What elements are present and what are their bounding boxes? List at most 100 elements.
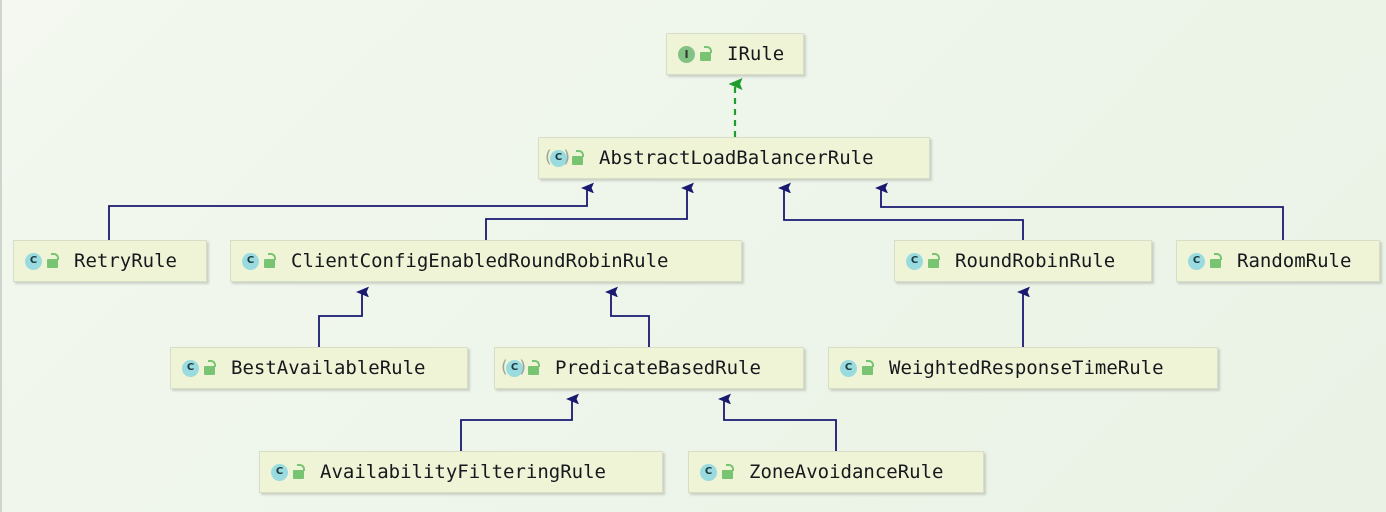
type-disc bbox=[906, 252, 923, 270]
lock-shackle bbox=[268, 253, 276, 260]
unlocked-padlock-icon bbox=[203, 360, 218, 376]
lock-shackle bbox=[1214, 253, 1222, 260]
lock-shackle bbox=[726, 464, 734, 471]
unlocked-padlock-icon bbox=[571, 150, 586, 166]
unlocked-padlock-icon bbox=[861, 360, 876, 376]
abstract-class-icon: (C) bbox=[545, 147, 570, 168]
lock-body bbox=[700, 52, 711, 61]
lock-body bbox=[293, 470, 304, 479]
uml-node-label: AbstractLoadBalancerRule bbox=[599, 146, 874, 169]
lock-shackle bbox=[208, 360, 216, 367]
uml-node-zoneavoidancerule[interactable]: C ZoneAvoidanceRule bbox=[688, 451, 984, 493]
lock-body bbox=[264, 259, 275, 268]
class-icon: C bbox=[698, 463, 717, 482]
unlocked-padlock-icon bbox=[699, 46, 714, 62]
uml-node-label: RetryRule bbox=[74, 249, 177, 272]
edge-extends-zoneavoidancerule-to-predicatebasedrule bbox=[724, 399, 837, 451]
uml-node-irule[interactable]: I IRule bbox=[666, 33, 804, 75]
uml-node-label: WeightedResponseTimeRule bbox=[889, 356, 1164, 379]
unlocked-padlock-icon bbox=[527, 360, 542, 376]
lock-body bbox=[928, 259, 939, 268]
lock-shackle bbox=[704, 46, 712, 53]
type-disc bbox=[25, 252, 42, 270]
lock-shackle bbox=[576, 150, 584, 157]
uml-node-bestavailablerule[interactable]: C BestAvailableRule bbox=[170, 347, 468, 389]
lock-shackle bbox=[532, 360, 540, 367]
lock-shackle bbox=[51, 253, 59, 260]
abstract-paren-left: ( bbox=[545, 147, 552, 168]
uml-node-label: IRule bbox=[727, 42, 785, 65]
type-letter: C bbox=[29, 255, 38, 266]
edge-extends-roundrobinrule-to-abstractloadbalancerrule bbox=[784, 188, 1024, 240]
uml-node-label: ClientConfigEnabledRoundRobinRule bbox=[291, 249, 669, 272]
uml-node-label: AvailabilityFilteringRule bbox=[320, 460, 606, 483]
uml-node-clientconfigenabledroundrobinrule[interactable]: C ClientConfigEnabledRoundRobinRule bbox=[230, 240, 742, 282]
abstract-paren-left: ( bbox=[501, 357, 508, 378]
unlocked-padlock-icon bbox=[721, 464, 736, 480]
type-letter: C bbox=[246, 255, 255, 266]
class-icon: C bbox=[240, 252, 259, 271]
abstract-paren-right: ) bbox=[563, 147, 570, 168]
uml-node-roundrobinrule[interactable]: C RoundRobinRule bbox=[894, 240, 1152, 282]
class-icon: C bbox=[180, 359, 199, 378]
abstract-class-icon: (C) bbox=[501, 357, 526, 378]
type-letter: C bbox=[704, 466, 713, 477]
uml-node-abstractloadbalancerrule[interactable]: (C) AbstractLoadBalancerRule bbox=[538, 137, 930, 179]
lock-body bbox=[572, 156, 583, 165]
edge-extends-bestavailablerule-to-clientconfigenabledroundrobinrule bbox=[318, 292, 362, 347]
unlocked-padlock-icon bbox=[1209, 253, 1224, 269]
unlocked-padlock-icon bbox=[927, 253, 942, 269]
lock-shackle bbox=[866, 360, 874, 367]
edge-extends-predicatebasedrule-to-clientconfigenabledroundrobinrule bbox=[611, 292, 650, 347]
edge-extends-availabilityfilteringrule-to-predicatebasedrule bbox=[460, 399, 572, 451]
uml-node-weightedresponsetimerule[interactable]: C WeightedResponseTimeRule bbox=[828, 347, 1218, 389]
lock-shackle bbox=[932, 253, 940, 260]
class-icon: C bbox=[838, 359, 857, 378]
type-disc bbox=[182, 359, 199, 377]
unlocked-padlock-icon bbox=[46, 253, 61, 269]
type-letter: C bbox=[275, 466, 284, 477]
edge-extends-clientconfigenabledroundrobinrule-to-abstractloadbalancerrule bbox=[485, 188, 687, 240]
uml-node-predicatebasedrule[interactable]: (C) PredicateBasedRule bbox=[494, 347, 804, 389]
class-icon: C bbox=[1186, 252, 1205, 271]
type-letter: C bbox=[554, 152, 563, 163]
type-disc bbox=[550, 149, 567, 167]
edge-extends-randomrule-to-abstractloadbalancerrule bbox=[881, 188, 1284, 240]
uml-node-label: PredicateBasedRule bbox=[555, 356, 761, 379]
lock-body bbox=[862, 366, 873, 375]
type-letter: C bbox=[510, 362, 519, 373]
type-disc bbox=[678, 45, 695, 63]
unlocked-padlock-icon bbox=[292, 464, 307, 480]
uml-node-availabilityfilteringrule[interactable]: C AvailabilityFilteringRule bbox=[259, 451, 663, 493]
class-icon: C bbox=[904, 252, 923, 271]
type-letter: C bbox=[1192, 255, 1201, 266]
uml-node-label: RoundRobinRule bbox=[955, 249, 1116, 272]
edge-extends-retryrule-to-abstractloadbalancerrule bbox=[108, 188, 587, 240]
type-disc bbox=[271, 463, 288, 481]
uml-node-label: ZoneAvoidanceRule bbox=[749, 460, 944, 483]
class-icon: C bbox=[23, 252, 42, 271]
lock-body bbox=[722, 470, 733, 479]
lock-body bbox=[1210, 259, 1221, 268]
type-letter: I bbox=[684, 47, 689, 61]
type-disc bbox=[700, 463, 717, 481]
type-disc bbox=[242, 252, 259, 270]
uml-node-label: BestAvailableRule bbox=[231, 356, 426, 379]
interface-icon: I bbox=[676, 45, 695, 64]
unlocked-padlock-icon bbox=[263, 253, 278, 269]
lock-body bbox=[204, 366, 215, 375]
type-disc bbox=[506, 359, 523, 377]
lock-shackle bbox=[297, 464, 305, 471]
type-letter: C bbox=[910, 255, 919, 266]
class-icon: C bbox=[269, 463, 288, 482]
lock-body bbox=[528, 366, 539, 375]
uml-node-randomrule[interactable]: C RandomRule bbox=[1176, 240, 1380, 282]
uml-node-retryrule[interactable]: C RetryRule bbox=[13, 240, 207, 282]
type-disc bbox=[1188, 252, 1205, 270]
type-disc bbox=[840, 359, 857, 377]
type-letter: C bbox=[186, 362, 195, 373]
lock-body bbox=[47, 259, 58, 268]
abstract-paren-right: ) bbox=[519, 357, 526, 378]
uml-node-label: RandomRule bbox=[1237, 249, 1352, 272]
